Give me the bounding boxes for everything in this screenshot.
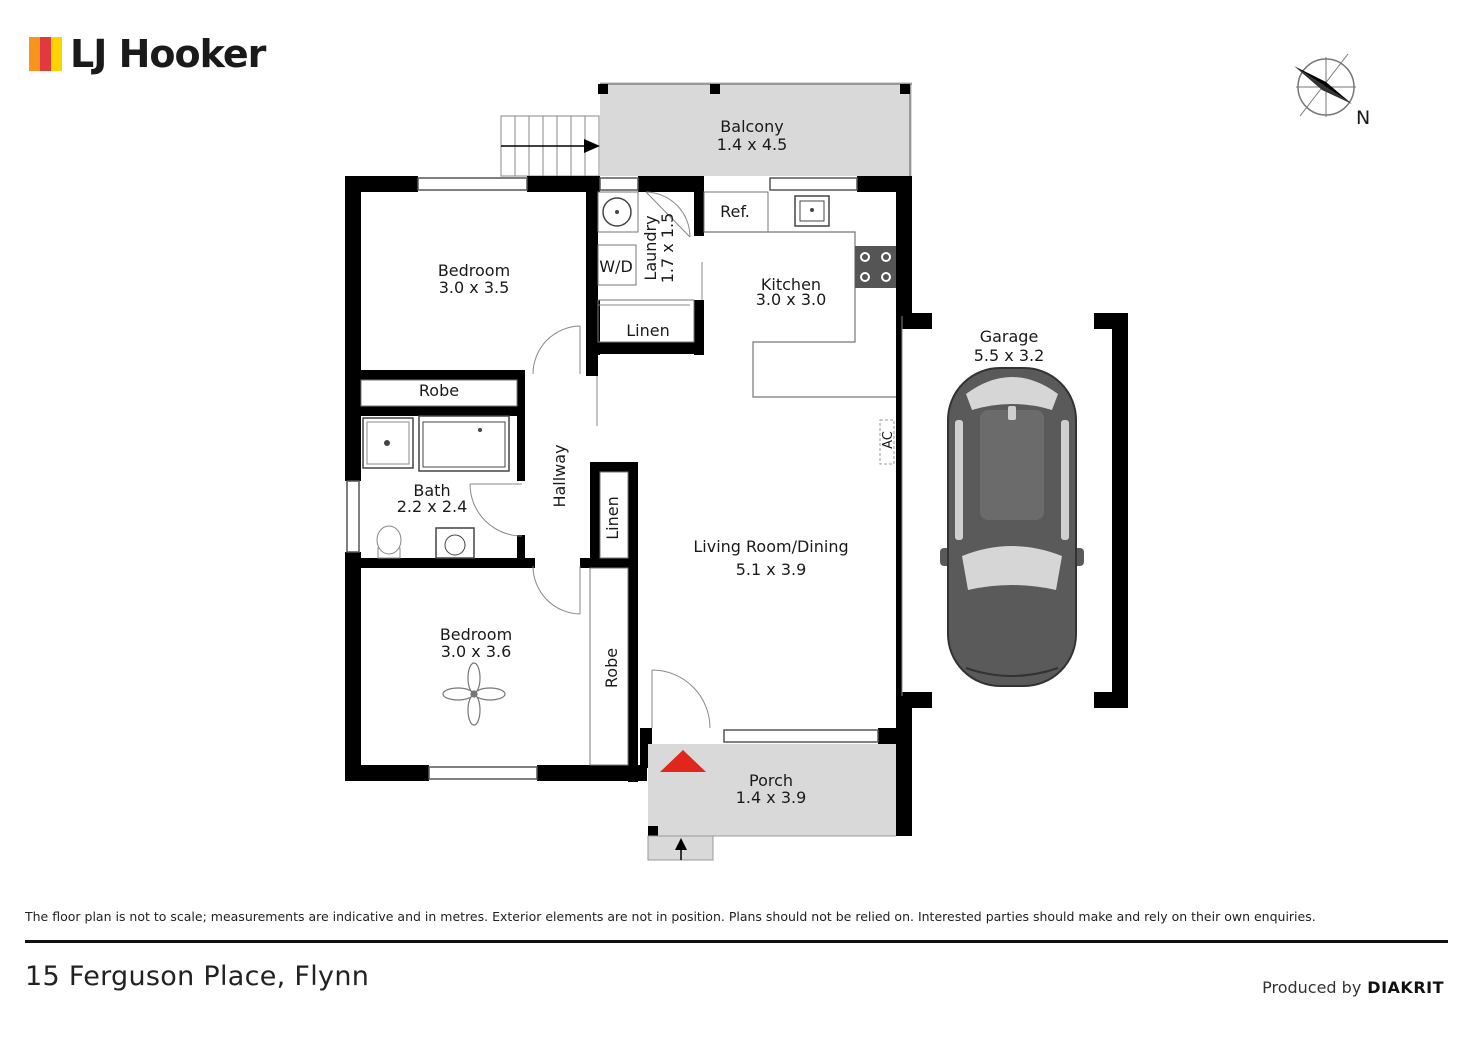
living-label: Living Room/Dining (693, 537, 848, 556)
bath-label: Bath (413, 481, 450, 500)
laundry-dims: 1.7 x 1.5 (658, 213, 677, 284)
laundry-tub-icon (602, 197, 632, 227)
produced-by-label: Produced by (1262, 978, 1362, 997)
ceiling-fan-icon (442, 662, 506, 726)
bedroom1-label: Bedroom (438, 261, 510, 280)
windows (346, 177, 879, 780)
stairs (500, 115, 600, 177)
cooktop-icon (855, 246, 896, 288)
ac-label: AC (881, 431, 896, 449)
vanity-basin-icon (435, 527, 475, 559)
bedroom2-dims: 3.0 x 3.6 (441, 642, 512, 661)
bedroom2-label: Bedroom (440, 625, 512, 644)
linen-mid-label: Linen (603, 496, 622, 539)
balcony-floor (600, 82, 912, 176)
floor-plan: N Balcony 1.4 x 4.5 Bedroom 3.0 x 3.5 W/… (345, 53, 1370, 861)
bedroom1-dims: 3.0 x 3.5 (439, 278, 510, 297)
kitchen-dims: 3.0 x 3.0 (756, 290, 827, 309)
porch-label: Porch (749, 771, 793, 790)
car-icon (940, 367, 1084, 687)
wd-label: W/D (599, 257, 633, 276)
producer-name: DIAKRIT (1367, 978, 1444, 997)
walls (345, 176, 1128, 836)
lj-hooker-logo: LJ Hooker (29, 30, 266, 78)
porch-dims: 1.4 x 3.9 (736, 788, 807, 807)
kitchen-label: Kitchen (761, 275, 821, 294)
brand-name: LJ Hooker (70, 32, 266, 76)
garage-dims: 5.5 x 3.2 (974, 346, 1045, 365)
entry-marker-icon (660, 750, 706, 772)
compass-icon (1294, 53, 1356, 117)
bath-dims: 2.2 x 2.4 (397, 497, 468, 516)
property-address: 15 Ferguson Place, Flynn (25, 961, 370, 992)
hallway-label: Hallway (550, 444, 569, 507)
linen-top-label: Linen (626, 321, 669, 340)
footer-divider (25, 940, 1448, 943)
robe-bottom-label: Robe (602, 648, 621, 688)
bathtub-icon (418, 415, 510, 472)
toilet-icon (376, 525, 402, 559)
ref-label: Ref. (720, 202, 750, 221)
compass-north-label: N (1356, 107, 1370, 129)
garage-label: Garage (980, 327, 1039, 346)
producer-credit: Produced by DIAKRIT (1262, 978, 1444, 997)
disclaimer-text: The floor plan is not to scale; measurem… (25, 909, 1316, 924)
balcony-dims: 1.4 x 4.5 (717, 135, 788, 154)
kitchen-sink-icon (794, 195, 830, 227)
robe-top-label: Robe (419, 381, 459, 400)
laundry-label: Laundry (641, 215, 660, 280)
living-dims: 5.1 x 3.9 (736, 560, 807, 579)
balcony-label: Balcony (720, 117, 783, 136)
shower-icon (362, 417, 414, 469)
logo-bars-icon (29, 37, 62, 71)
